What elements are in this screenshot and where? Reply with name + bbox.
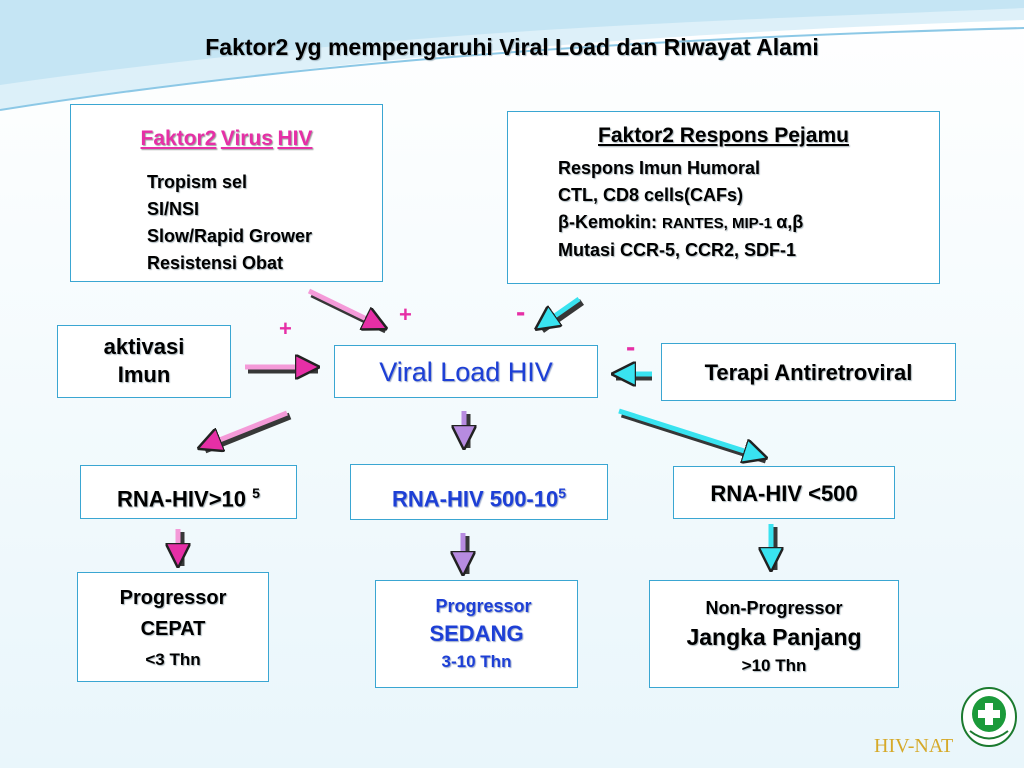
list-item: Tropism sel <box>147 172 248 192</box>
non-progressor-box: Non-Progressor Jangka Panjang >10 Thn <box>649 580 899 688</box>
medium-progressor-duration: 3-10 Thn <box>441 652 512 671</box>
virus-factors-heading: Faktor2 Virus HIV <box>71 127 382 151</box>
kemokin-label: -Kemokin: <box>569 212 663 232</box>
non-progressor-term: Jangka Panjang <box>686 624 862 650</box>
non-progressor-label: Non-Progressor <box>705 598 843 618</box>
rna-medium-label: RNA-HIV 500-10 <box>391 486 559 512</box>
alpha-beta-symbol: α,β <box>776 212 804 232</box>
minus-sign-top: - <box>516 296 526 327</box>
slide-title: Faktor2 yg mempengaruhi Viral Load dan R… <box>205 34 819 60</box>
immune-activation-line1: aktivasi <box>103 334 185 359</box>
list-item: Slow/Rapid Grower <box>147 226 313 246</box>
immune-activation-box: aktivasi Imun <box>57 325 231 398</box>
antiretroviral-therapy-label: Terapi Antiretroviral <box>704 360 913 385</box>
plus-sign-top: + <box>399 302 412 327</box>
list-item: Respons Imun Humoral <box>558 158 761 178</box>
rna-high-label: RNA-HIV>10 <box>117 486 253 512</box>
heading-word-faktor2: Faktor2 <box>140 127 217 150</box>
virus-factors-list: Tropism sel SI/NSI Slow/Rapid Grower Res… <box>147 169 312 277</box>
medium-progressor-speed: SEDANG <box>429 621 524 646</box>
heading-word-virus: Virus <box>220 127 273 150</box>
rna-low-box: RNA-HIV <500 <box>673 466 895 519</box>
rna-low-label: RNA-HIV <500 <box>710 481 858 506</box>
list-item: β-Kemokin: RANTES, MIP-1 α,β <box>558 209 803 237</box>
bakti-husada-logo <box>960 686 1018 748</box>
fast-progressor-speed: CEPAT <box>140 618 206 640</box>
list-item: CTL, CD8 cells(CAFs) <box>558 185 744 205</box>
minus-sign-right: - <box>626 331 636 362</box>
list-item: Resistensi Obat <box>147 253 284 273</box>
fast-progressor-label: Progressor <box>119 587 227 609</box>
list-item: SI/NSI <box>147 199 200 219</box>
beta-symbol: β <box>558 212 569 232</box>
fast-progressor-duration: <3 Thn <box>145 650 201 669</box>
medium-progressor-label: Progressor <box>435 596 532 616</box>
medium-progressor-box: Progressor SEDANG 3-10 Thn <box>375 580 578 688</box>
fast-progressor-box: Progressor CEPAT <3 Thn <box>77 572 269 682</box>
kemokin-detail: RANTES, MIP-1 <box>662 215 777 232</box>
rna-high-exponent: 5 <box>252 485 260 501</box>
footer-brand: HIV-NAT <box>874 735 954 757</box>
rna-high-box: RNA-HIV>10 5 <box>80 465 297 519</box>
virus-factors-box: Faktor2 Virus HIV Tropism sel SI/NSI Slo… <box>70 104 383 282</box>
heading-word-hiv: HIV <box>277 127 313 150</box>
rna-medium-exponent: 5 <box>558 485 567 501</box>
non-progressor-duration: >10 Thn <box>741 656 807 675</box>
host-factors-heading: Faktor2 Respons Pejamu <box>598 124 849 147</box>
plus-sign-left: + <box>279 316 292 341</box>
immune-activation-line2: Imun <box>117 362 171 387</box>
viral-load-box: Viral Load HIV <box>334 345 598 398</box>
antiretroviral-therapy-box: Terapi Antiretroviral <box>661 343 956 401</box>
viral-load-label: Viral Load HIV <box>379 357 553 387</box>
host-factors-list: Respons Imun Humoral CTL, CD8 cells(CAFs… <box>558 155 803 264</box>
rna-medium-box: RNA-HIV 500-105 <box>350 464 608 520</box>
host-factors-box: Faktor2 Respons Pejamu Respons Imun Humo… <box>507 111 940 284</box>
list-item: Mutasi CCR-5, CCR2, SDF-1 <box>558 240 797 260</box>
